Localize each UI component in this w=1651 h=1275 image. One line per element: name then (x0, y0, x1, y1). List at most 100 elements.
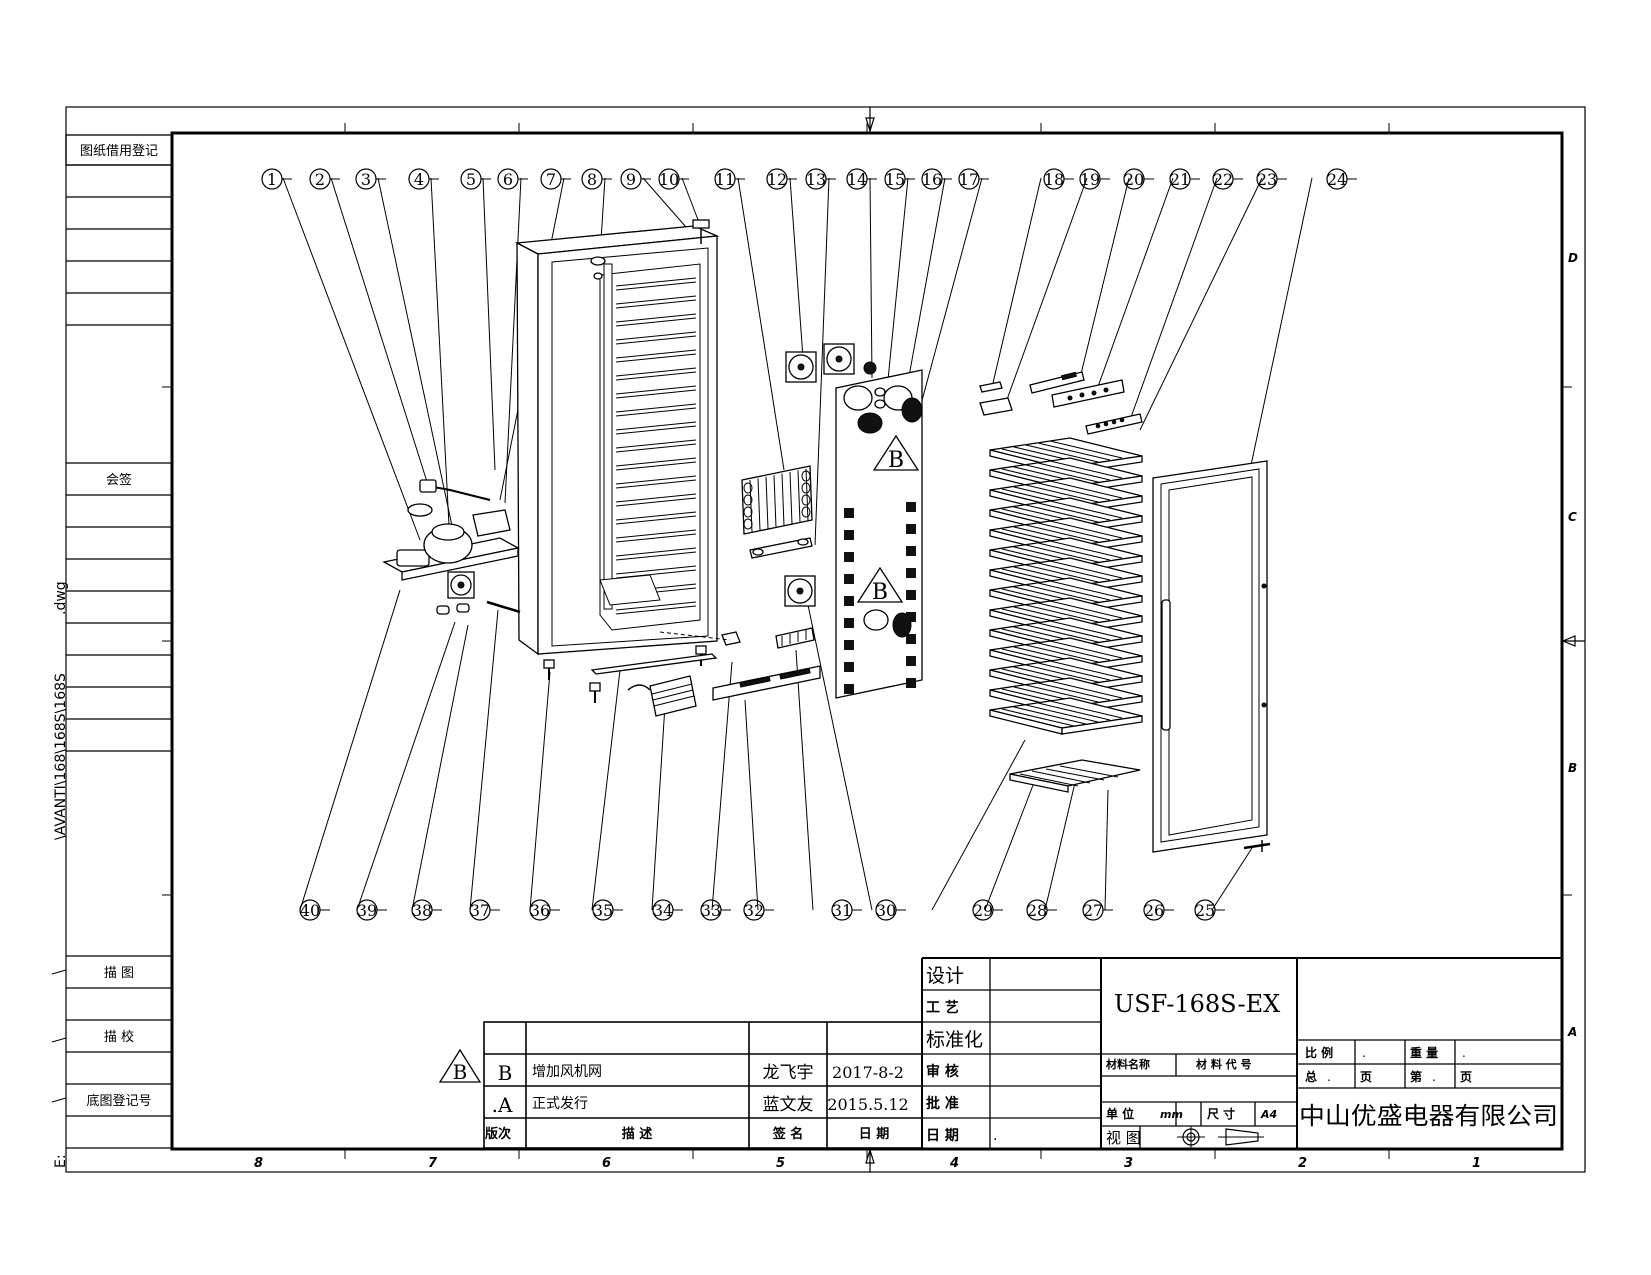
drain-trough (749, 537, 813, 559)
balloon-number: 34 (653, 901, 673, 920)
balloon-number: 1 (267, 170, 277, 189)
balloon-number: 12 (767, 170, 787, 189)
balloon-6: 6 (497, 168, 528, 190)
balloon-1: 1 (261, 168, 292, 190)
balloon-34: 34 (652, 899, 683, 921)
control-panel-20 (1029, 371, 1085, 394)
revision-row-a: .A 正式发行 蓝文友 2015.5.12 (492, 1093, 909, 1117)
total-label: 总 (1305, 1069, 1317, 1084)
revision-header: 版次 描 述 签 名 日 期 (485, 1126, 889, 1142)
balloon-number: 30 (876, 901, 896, 920)
balloon-number: 16 (922, 170, 942, 189)
cabinet-body (514, 225, 720, 656)
zone-col-label: 1 (1472, 1156, 1481, 1171)
balloon-number: 22 (1213, 170, 1233, 189)
revision-triangle-lower: B (856, 566, 904, 605)
balloon-27: 27 (1082, 899, 1113, 921)
evaporator-34 (627, 675, 697, 717)
scale-value: . (1362, 1046, 1366, 1060)
base-register-label: 底图登记号 (86, 1093, 151, 1109)
zone-col-label: 6 (602, 1156, 611, 1171)
sheet-separator: . (1432, 1070, 1436, 1084)
balloon-number: 17 (959, 170, 979, 189)
balloon-number: 31 (832, 901, 852, 920)
balloon-38: 38 (411, 899, 442, 921)
balloon-14: 14 (846, 168, 877, 190)
projection-symbol (1177, 1126, 1264, 1148)
front-grille (712, 665, 821, 701)
balloon-number: 23 (1257, 170, 1277, 189)
revision-code: B (498, 1061, 513, 1085)
balloon-25: 25 (1194, 899, 1225, 921)
date-value: . (993, 1128, 997, 1144)
balloon-number: 9 (626, 170, 636, 189)
fan-30 (784, 575, 816, 607)
balloon-18: 18 (1043, 168, 1074, 190)
hinge-bracket-18 (979, 381, 1013, 416)
drain-tube (486, 600, 521, 614)
size-label: 尺 寸 (1207, 1106, 1235, 1121)
design-label: 设计 (926, 965, 964, 987)
borrow-register-label: 图纸借用登记 (80, 144, 158, 159)
zone-row-label: B (1568, 761, 1577, 775)
revision-mark: B (872, 580, 888, 605)
balloon-13: 13 (805, 168, 836, 190)
evaporator-11 (741, 465, 813, 535)
balloon-number: 21 (1170, 170, 1190, 189)
bottom-front-bar (590, 653, 718, 675)
balloon-11: 11 (714, 168, 745, 190)
balloon-23: 23 (1256, 168, 1287, 190)
file-drive: E: (53, 1154, 69, 1168)
balloon-number: 24 (1327, 170, 1347, 189)
balloon-7: 7 (540, 168, 571, 190)
zone-col-label: 2 (1298, 1156, 1307, 1171)
balloon-number: 14 (847, 170, 867, 189)
zone-col-label: 7 (428, 1156, 438, 1171)
balloon-number: 3 (361, 170, 371, 189)
date-label: 日 期 (926, 1128, 959, 1144)
balloon-32: 32 (743, 899, 774, 921)
pages-label: 页 (1360, 1070, 1372, 1084)
revision-header-signer: 签 名 (772, 1126, 804, 1142)
zone-row-label: C (1568, 510, 1577, 524)
balloon-number: 26 (1144, 901, 1164, 920)
view-label: 视 图 (1106, 1129, 1141, 1147)
review-label: 审 核 (926, 1063, 959, 1080)
zone-col-label: 4 (949, 1156, 959, 1171)
revision-desc: 增加风机网 (532, 1064, 602, 1080)
revision-header-date: 日 期 (859, 1127, 890, 1142)
material-code-label: 材 料 代 号 (1196, 1057, 1252, 1071)
balloon-40: 40 (299, 899, 330, 921)
balloon-10: 10 (658, 168, 689, 190)
revision-mark: B (888, 448, 904, 473)
bottom-hinge (1243, 840, 1271, 852)
leveling-feet (543, 645, 707, 703)
balloon-number: 20 (1124, 170, 1144, 189)
weight-label: 重 量 (1410, 1045, 1438, 1060)
balloon-36: 36 (529, 899, 560, 921)
balloon-22: 22 (1212, 168, 1243, 190)
balloon-number: 6 (503, 170, 513, 189)
countersign-label: 会签 (106, 472, 132, 488)
revision-row-b: B B 增加风机网 龙飞宇 2017-8-2 (438, 1048, 904, 1085)
title-block: 设计 工 艺 标准化 审 核 批 准 日 期 . USF-168S-EX 材料名… (921, 957, 1562, 1148)
balloon-31: 31 (831, 899, 862, 921)
wire-shelves (989, 437, 1143, 735)
left-register-strip: 图纸借用登记 会签 描 图 描 校 底图登记号 \AVANTI\168\168S… (51, 134, 173, 1168)
evaporator-fan-13 (823, 343, 855, 375)
model-number: USF-168S-EX (1114, 990, 1280, 1018)
revision-triangle-upper: B (872, 434, 920, 473)
heater-31 (775, 627, 815, 649)
balloon-number: 11 (715, 170, 735, 189)
file-extension: .dwg (53, 581, 69, 615)
balloon-29: 29 (972, 899, 1003, 921)
balloon-39: 39 (356, 899, 387, 921)
revision-desc: 正式发行 (532, 1096, 588, 1112)
revision-signer: 蓝文友 (763, 1095, 814, 1115)
approve-label: 批 准 (926, 1095, 959, 1112)
scale-label: 比 例 (1305, 1045, 1333, 1060)
balloon-number: 38 (412, 901, 432, 920)
size-value: A4 (1260, 1108, 1277, 1121)
balloon-number: 19 (1080, 170, 1100, 189)
